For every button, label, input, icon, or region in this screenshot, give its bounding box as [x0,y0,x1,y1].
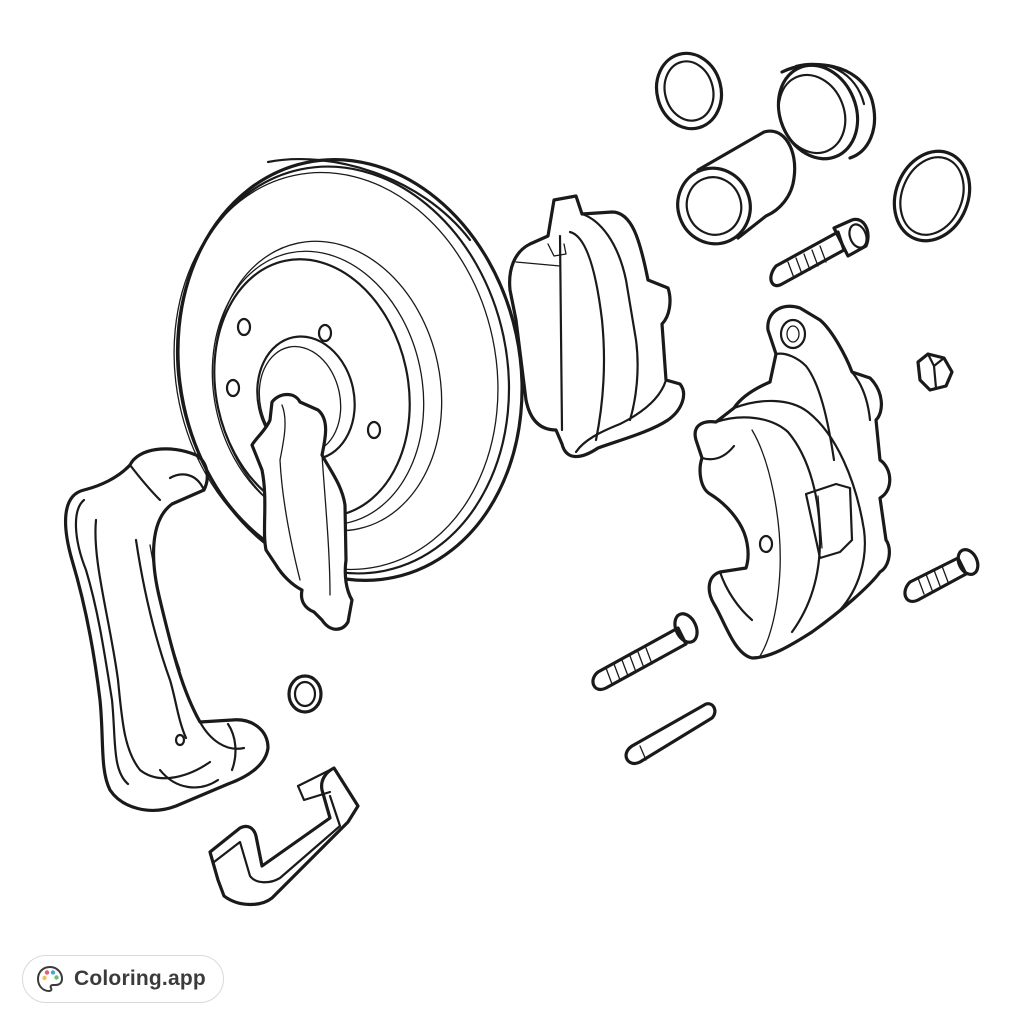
brake-caliper [693,304,892,660]
piston-o-ring [654,51,724,131]
retaining-pin [624,702,717,765]
badge-label: Coloring.app [74,967,206,990]
piston-seal-ring [287,674,323,714]
caliper-piston [676,129,797,246]
bracket-spring-clip [208,766,360,907]
coloring-app-badge[interactable]: Coloring.app [22,955,224,1003]
inner-brake-pad [250,392,354,631]
bleeder-cap [916,352,954,392]
guide-bolt [769,217,870,288]
guide-pin [591,612,699,691]
caliper-bracket [63,447,270,812]
dust-boot [776,62,877,161]
piston-o-ring [892,149,972,243]
brake-disc-rotor [173,158,524,582]
outer-brake-pad [508,194,686,459]
palette-icon [36,965,64,993]
guide-bolt [903,548,980,603]
